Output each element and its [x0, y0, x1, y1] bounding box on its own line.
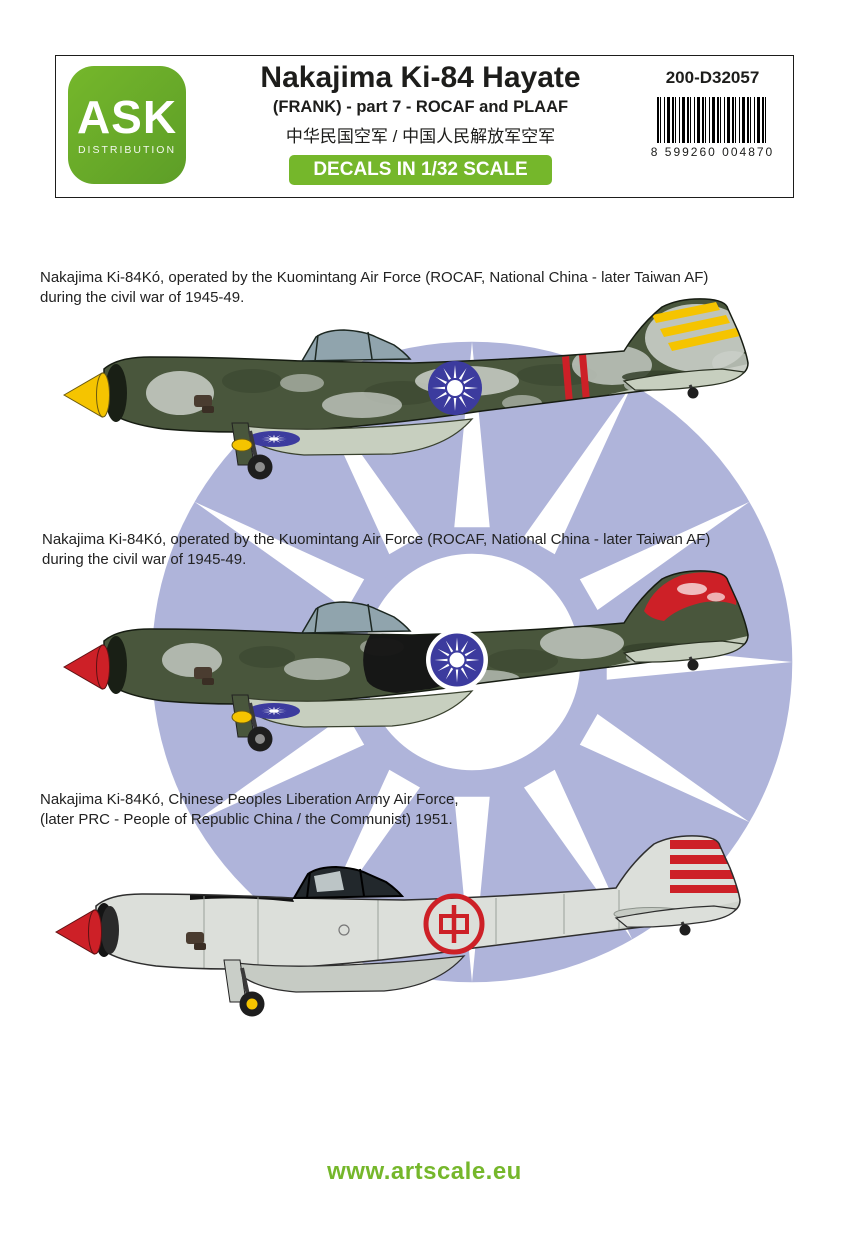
profile-caption-1: Nakajima Ki-84Kó, operated by the Kuomin…: [40, 269, 709, 306]
ask-logo: ASK DISTRIBUTION: [68, 66, 186, 184]
fuselage-stripes-red: [562, 354, 590, 404]
fin-art-red: [644, 572, 737, 621]
fin-stripes-yellow: [652, 302, 740, 351]
canopy: [301, 329, 411, 362]
canopy: [301, 601, 411, 634]
product-code: 200-D32057: [665, 68, 760, 87]
aircraft-profile-rocaf-1: [63, 298, 749, 482]
rocaf-roundel: [428, 361, 482, 415]
chinese-title: 中华民国空军 / 中国人民解放军空军: [285, 126, 556, 146]
header: ASK DISTRIBUTION Nakajima Ki-84 Hayate (…: [55, 55, 794, 198]
panel-lines: [203, 890, 620, 970]
rocaf-roundel-outlined: [426, 629, 488, 691]
barcode-digits: 8 599260 004870: [650, 145, 775, 159]
underwing-roundel: [248, 703, 300, 719]
wheel-cover-yellow: [231, 438, 253, 452]
profile-caption-2: Nakajima Ki-84Kó, operated by the Kuomin…: [42, 531, 711, 568]
cowling-front: [105, 364, 127, 422]
spinner-red: [63, 644, 110, 690]
plaaf-emblem: [423, 893, 485, 955]
cowling-front: [101, 906, 119, 954]
underwing-roundel: [248, 431, 300, 447]
rudder-stripes-red: [670, 840, 740, 893]
spinner-yellow: [63, 372, 110, 418]
logo-subtext: DISTRIBUTION: [77, 144, 177, 156]
logo-text: ASK: [76, 91, 178, 143]
stencil-mark: [338, 924, 350, 936]
website-link: www.artscale.eu: [327, 1158, 522, 1185]
spinner-red: [55, 909, 102, 955]
aircraft-profile-rocaf-2: [63, 570, 749, 754]
product-code-block: 200-D32057 8 599260 004870: [640, 68, 785, 159]
profile-caption-3: Nakajima Ki-84Kó, Chinese Peoples Libera…: [40, 791, 459, 828]
scale-badge: DECALS IN 1/32 SCALE: [289, 154, 552, 185]
barcode: [656, 97, 769, 143]
cowling-front: [105, 636, 127, 694]
canopy: [293, 866, 403, 899]
page-subtitle: (FRANK) - part 7 - ROCAF and PLAAF: [272, 97, 569, 116]
wheel-hub-yellow: [246, 998, 258, 1010]
title-block: Nakajima Ki-84 Hayate (FRANK) - part 7 -…: [206, 61, 635, 185]
page-title: Nakajima Ki-84 Hayate: [260, 61, 581, 94]
wheel-cover-yellow: [231, 710, 253, 724]
aircraft-profile-plaaf: [55, 835, 741, 1019]
